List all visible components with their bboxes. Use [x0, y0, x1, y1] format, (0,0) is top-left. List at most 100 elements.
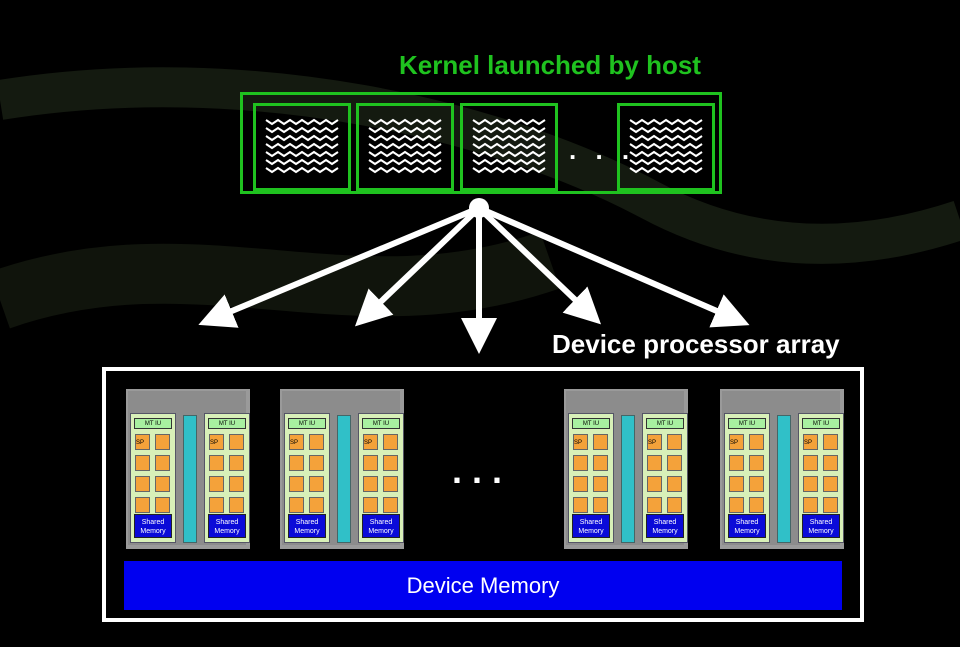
multiprocessor: MT IU SP Shared Memory MT IU SP Shared Memory: [280, 389, 404, 549]
sp-core: [803, 497, 818, 513]
sp-core: [309, 476, 324, 492]
shared-memory: Shared Memory: [646, 514, 684, 538]
arrow-5: [477, 205, 750, 328]
threads-icon: [265, 118, 339, 174]
thread-block: [356, 103, 454, 191]
threads-icon: [629, 118, 703, 174]
sp-core: [593, 434, 608, 450]
sp-core: [135, 476, 150, 492]
sp-core: [289, 497, 304, 513]
mtiu-label: MT IU: [802, 418, 840, 429]
sp-core: [155, 434, 170, 450]
sp-core: [289, 455, 304, 471]
sp-core: [823, 434, 838, 450]
arrow-1: [198, 205, 481, 328]
sp-core: [593, 455, 608, 471]
sp-core: [383, 434, 398, 450]
processor-array: MT IU SP Shared Memory MT IU SP Shared Memory…: [102, 367, 864, 622]
arrow-2: [354, 205, 482, 327]
sp-core: [749, 455, 764, 471]
sp-core: [135, 497, 150, 513]
register-bar: [337, 415, 351, 543]
sp-core: SP: [209, 434, 224, 450]
sp-core: [667, 497, 682, 513]
sp-core: SP: [729, 434, 744, 450]
kernel-title: Kernel launched by host: [399, 50, 701, 80]
sp-core: [667, 455, 682, 471]
shared-memory: Shared Memory: [362, 514, 400, 538]
sp-core: SP: [803, 434, 818, 450]
sp-core: [383, 497, 398, 513]
multiprocessor: MT IU SP Shared Memory MT IU SP Shared Memory: [564, 389, 688, 549]
sp-core: [309, 455, 324, 471]
sp-core: [729, 476, 744, 492]
sp-core: [593, 476, 608, 492]
sp-core: [229, 434, 244, 450]
shared-memory: Shared Memory: [802, 514, 840, 538]
sp-core: [209, 455, 224, 471]
sp-core: [289, 476, 304, 492]
processor-half: MT IU SP Shared Memory: [568, 413, 614, 543]
shared-memory: Shared Memory: [288, 514, 326, 538]
sp-core: SP: [135, 434, 150, 450]
shared-memory: Shared Memory: [208, 514, 246, 538]
mtiu-label: MT IU: [362, 418, 400, 429]
sp-core: [229, 455, 244, 471]
sp-core: [667, 476, 682, 492]
threads-icon: [472, 118, 546, 174]
register-bar: [183, 415, 197, 543]
sp-core: [155, 476, 170, 492]
processor-half: MT IU SP Shared Memory: [798, 413, 844, 543]
mtiu-label: MT IU: [728, 418, 766, 429]
sp-core: [155, 455, 170, 471]
sp-core: [209, 476, 224, 492]
sp-core: SP: [573, 434, 588, 450]
processor-half: MT IU SP Shared Memory: [284, 413, 330, 543]
sp-core: [803, 476, 818, 492]
sp-core: [823, 455, 838, 471]
sp-core: [363, 476, 378, 492]
sp-core: [667, 434, 682, 450]
sp-core: [749, 476, 764, 492]
sp-core: SP: [363, 434, 378, 450]
thread-block: [617, 103, 715, 191]
sp-core: SP: [289, 434, 304, 450]
sp-core: [229, 497, 244, 513]
mtiu-label: MT IU: [646, 418, 684, 429]
sp-core: [803, 455, 818, 471]
sp-core: [823, 476, 838, 492]
sp-core: [729, 455, 744, 471]
mtiu-label: MT IU: [134, 418, 172, 429]
thread-block: [253, 103, 351, 191]
shared-memory: Shared Memory: [728, 514, 766, 538]
sp-core: [749, 497, 764, 513]
mtiu-label: MT IU: [288, 418, 326, 429]
sp-core: [823, 497, 838, 513]
kernel-grid: . . .: [240, 92, 722, 194]
processor-half: MT IU SP Shared Memory: [642, 413, 688, 543]
sp-core: [729, 497, 744, 513]
register-bar: [777, 415, 791, 543]
processor-half: MT IU SP Shared Memory: [358, 413, 404, 543]
thread-block: [460, 103, 558, 191]
multiprocessor: MT IU SP Shared Memory MT IU SP Shared Memory: [720, 389, 844, 549]
processor-half: MT IU SP Shared Memory: [724, 413, 770, 543]
sp-core: [383, 455, 398, 471]
sp-core: SP: [647, 434, 662, 450]
sp-core: [309, 434, 324, 450]
array-ellipsis: ...: [452, 450, 513, 491]
sp-core: [363, 455, 378, 471]
sp-core: [229, 476, 244, 492]
sp-core: [135, 455, 150, 471]
shared-memory: Shared Memory: [572, 514, 610, 538]
array-title: Device processor array: [552, 329, 840, 359]
register-bar: [621, 415, 635, 543]
sp-core: [209, 497, 224, 513]
sp-core: [749, 434, 764, 450]
sp-core: [573, 476, 588, 492]
mtiu-label: MT IU: [572, 418, 610, 429]
